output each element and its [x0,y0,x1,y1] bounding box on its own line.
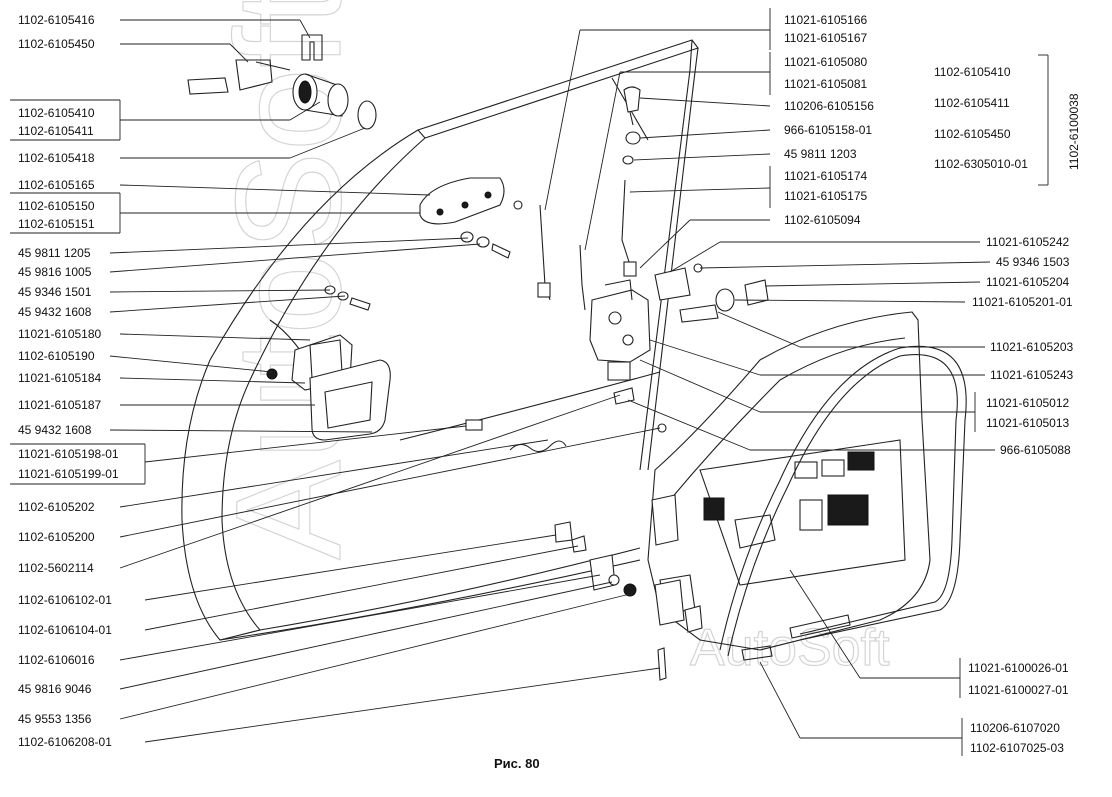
part-label: 1102-6106104-01 [18,623,112,637]
part-label: 45 9432 1608 [18,305,92,319]
lock-rods [399,179,661,453]
part-label: 1102-6105094 [784,213,861,227]
part-label: 11021-6105187 [18,398,102,412]
part-label: 1102-6105411 [18,124,94,138]
part-label: 1102-6105202 [18,500,95,514]
part-label: 1102-6105416 [18,13,95,27]
part-label: 11021-6105174 [784,169,868,183]
assembly-group: 1102-6105410 1102-6105411 1102-6105450 1… [934,65,1081,171]
door-latch [589,279,651,381]
lock-seal-ring [357,100,377,130]
part-label: 45 9816 9046 [18,682,92,696]
part-label: 1102-6105418 [18,151,95,165]
part-label: 11021-6105243 [990,368,1074,382]
panel-opening-dark [847,451,875,471]
part-label: 1102-6107025-03 [970,741,1064,755]
assembly-item-label: 1102-6105450 [934,127,1011,141]
fasteners-upper [324,231,511,311]
part-label: 11021-6105175 [784,189,868,203]
part-label: 11021-6105013 [986,416,1070,430]
part-label: 966-6105158-01 [784,123,872,137]
assembly-item-label: 1102-6305010-01 [934,157,1028,171]
leader-lines-right [627,54,1049,756]
part-label: 45 9432 1608 [18,423,92,437]
striker-parts [654,263,769,323]
part-label: 11021-6105081 [784,77,868,91]
panel-opening [799,499,823,531]
part-label: 45 9553 1356 [18,712,92,726]
hinges [554,387,703,681]
part-label: 11021-6105180 [18,327,102,341]
part-label: 11021-6105166 [784,13,868,27]
assembly-item-label: 1102-6105411 [934,96,1010,110]
lock-button [622,86,641,165]
assembly-number-label: 1102-6100038 [1067,93,1081,170]
part-label: 45 9346 1503 [996,255,1070,269]
door-seal [719,345,967,661]
assembly-item-label: 1102-6105410 [934,65,1011,79]
door-shell [181,39,699,641]
part-label: 11021-6105080 [784,55,868,69]
part-label: 1102-6105190 [18,349,95,363]
part-label: 11021-6105201-01 [972,295,1073,309]
lock-lever [235,59,273,91]
part-label: 11021-6105012 [986,396,1070,410]
part-label: 1102-6105150 [18,199,95,213]
part-label: 11021-6105199-01 [18,467,119,481]
part-label: 1102-6106016 [18,653,95,667]
part-label: 11021-6100026-01 [968,661,1069,675]
lock-cylinder-assembly [187,34,377,130]
part-label: 45 9811 1205 [18,246,91,260]
key [187,77,229,95]
leader-lines-center [544,8,771,269]
part-label: 11021-6105184 [18,371,102,385]
part-label: 1102-6105200 [18,530,95,544]
labels-left: 1102-6105416 1102-6105450 1102-6105410 1… [18,13,119,749]
part-label: 966-6105088 [1000,443,1071,457]
part-label: 1102-6105410 [18,106,95,120]
part-label: 1102-6105450 [18,37,95,51]
inner-handle [266,334,391,441]
part-label: 110206-6107020 [970,721,1060,735]
part-label: 1102-5602114 [18,561,94,575]
panel-opening-dark [827,494,869,526]
part-label: 11021-6100027-01 [968,683,1069,697]
part-label: 11021-6105167 [784,31,868,45]
labels-right: 11021-6105242 45 9346 1503 11021-6105204… [968,235,1074,755]
watermark-text: AutoSoft [204,0,372,560]
part-label: 45 9816 1005 [18,265,92,279]
leader-lines-left [10,19,661,743]
door-inner-panel [647,311,931,651]
part-label: 11021-6105204 [986,275,1070,289]
panel-opening-dark [703,497,725,521]
part-label: 45 9811 1203 [784,147,857,161]
part-label: 45 9346 1501 [18,285,92,299]
retainer-clip [301,34,323,61]
outer-handle [419,177,523,225]
labels-center: 11021-6105166 11021-6105167 11021-610508… [784,13,874,227]
part-label: 11021-6105203 [990,340,1074,354]
part-label: 11021-6105242 [986,235,1070,249]
part-label: 1102-6105165 [18,178,95,192]
part-label: 110206-6105156 [784,99,874,113]
part-label: 1102-6105151 [18,217,95,231]
part-label: 1102-6106208-01 [18,735,112,749]
part-label: 1102-6106102-01 [18,593,112,607]
part-label: 11021-6105198-01 [18,447,119,461]
panel-opening [821,459,845,477]
figure-caption: Рис. 80 [494,756,540,771]
